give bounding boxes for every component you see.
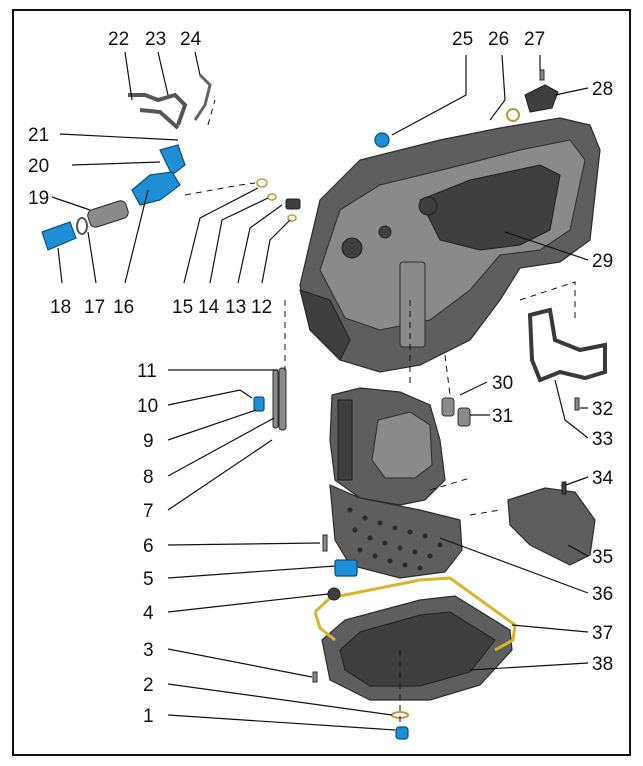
callout-10: 10	[137, 396, 158, 417]
callout-29: 29	[592, 251, 613, 272]
bracket	[527, 307, 607, 383]
callout-30: 30	[492, 373, 513, 394]
cap-18	[41, 221, 77, 251]
hose-20	[159, 144, 186, 176]
callout-14: 14	[198, 297, 220, 318]
drain-plug	[395, 726, 409, 740]
callout-5: 5	[143, 569, 154, 590]
callout-27: 27	[524, 29, 545, 50]
callout-31: 31	[492, 406, 513, 427]
ring-12	[287, 214, 297, 222]
bolt-3	[312, 671, 318, 683]
callout-3: 3	[143, 640, 154, 661]
valve-body	[329, 387, 463, 579]
callout-9: 9	[143, 431, 154, 452]
assembly-guides	[184, 99, 576, 725]
callout-38: 38	[592, 654, 613, 675]
callout-19: 19	[28, 188, 49, 209]
bolt-6	[322, 534, 328, 552]
callout-22: 22	[108, 29, 129, 50]
callout-labels: 1 2 3 4 5 6 7 8 9 10 11 12 13 14 15 16 1…	[28, 29, 614, 727]
plug-13	[285, 198, 301, 210]
cover-5	[334, 559, 358, 577]
sensor-28	[524, 84, 559, 113]
bolt-32	[574, 397, 580, 411]
callout-6: 6	[143, 536, 154, 557]
callout-7: 7	[143, 501, 154, 522]
cooler-pipes	[128, 73, 212, 130]
callout-13: 13	[225, 297, 246, 318]
callout-24: 24	[180, 29, 202, 50]
bolt-34	[561, 481, 567, 495]
callout-36: 36	[592, 584, 613, 605]
callout-25: 25	[452, 29, 473, 50]
callout-32: 32	[592, 399, 613, 420]
callout-35: 35	[592, 547, 613, 568]
ring-14	[267, 193, 277, 201]
transmission-housing	[299, 117, 601, 373]
callout-17: 17	[84, 297, 105, 318]
bolt-27	[539, 69, 545, 81]
callout-37: 37	[592, 623, 613, 644]
callout-12: 12	[251, 297, 272, 318]
callout-23: 23	[145, 29, 166, 50]
callout-11: 11	[137, 361, 157, 382]
clip-9	[253, 396, 265, 412]
callout-33: 33	[592, 429, 613, 450]
plug-4	[327, 587, 341, 601]
oil-tube	[272, 367, 287, 431]
oil-filter	[507, 487, 596, 566]
plug-25	[374, 132, 390, 148]
callout-18: 18	[50, 297, 71, 318]
ring-15	[256, 178, 268, 188]
callout-20: 20	[28, 156, 49, 177]
hose-19	[87, 200, 129, 228]
leader-lines	[51, 51, 589, 731]
callout-16: 16	[113, 297, 134, 318]
callout-28: 28	[592, 79, 613, 100]
callout-2: 2	[143, 675, 154, 696]
sleeve-31	[457, 407, 471, 427]
callout-4: 4	[143, 603, 154, 624]
hose-16	[131, 171, 181, 206]
callout-1: 1	[143, 706, 154, 727]
sleeve-30	[441, 397, 455, 417]
callout-15: 15	[172, 297, 193, 318]
callout-21: 21	[28, 125, 49, 146]
ring-26	[506, 108, 520, 122]
ring-17	[76, 217, 88, 235]
callout-34: 34	[592, 468, 614, 489]
oil-pan	[321, 595, 513, 701]
callout-8: 8	[143, 467, 154, 488]
callout-26: 26	[488, 29, 509, 50]
